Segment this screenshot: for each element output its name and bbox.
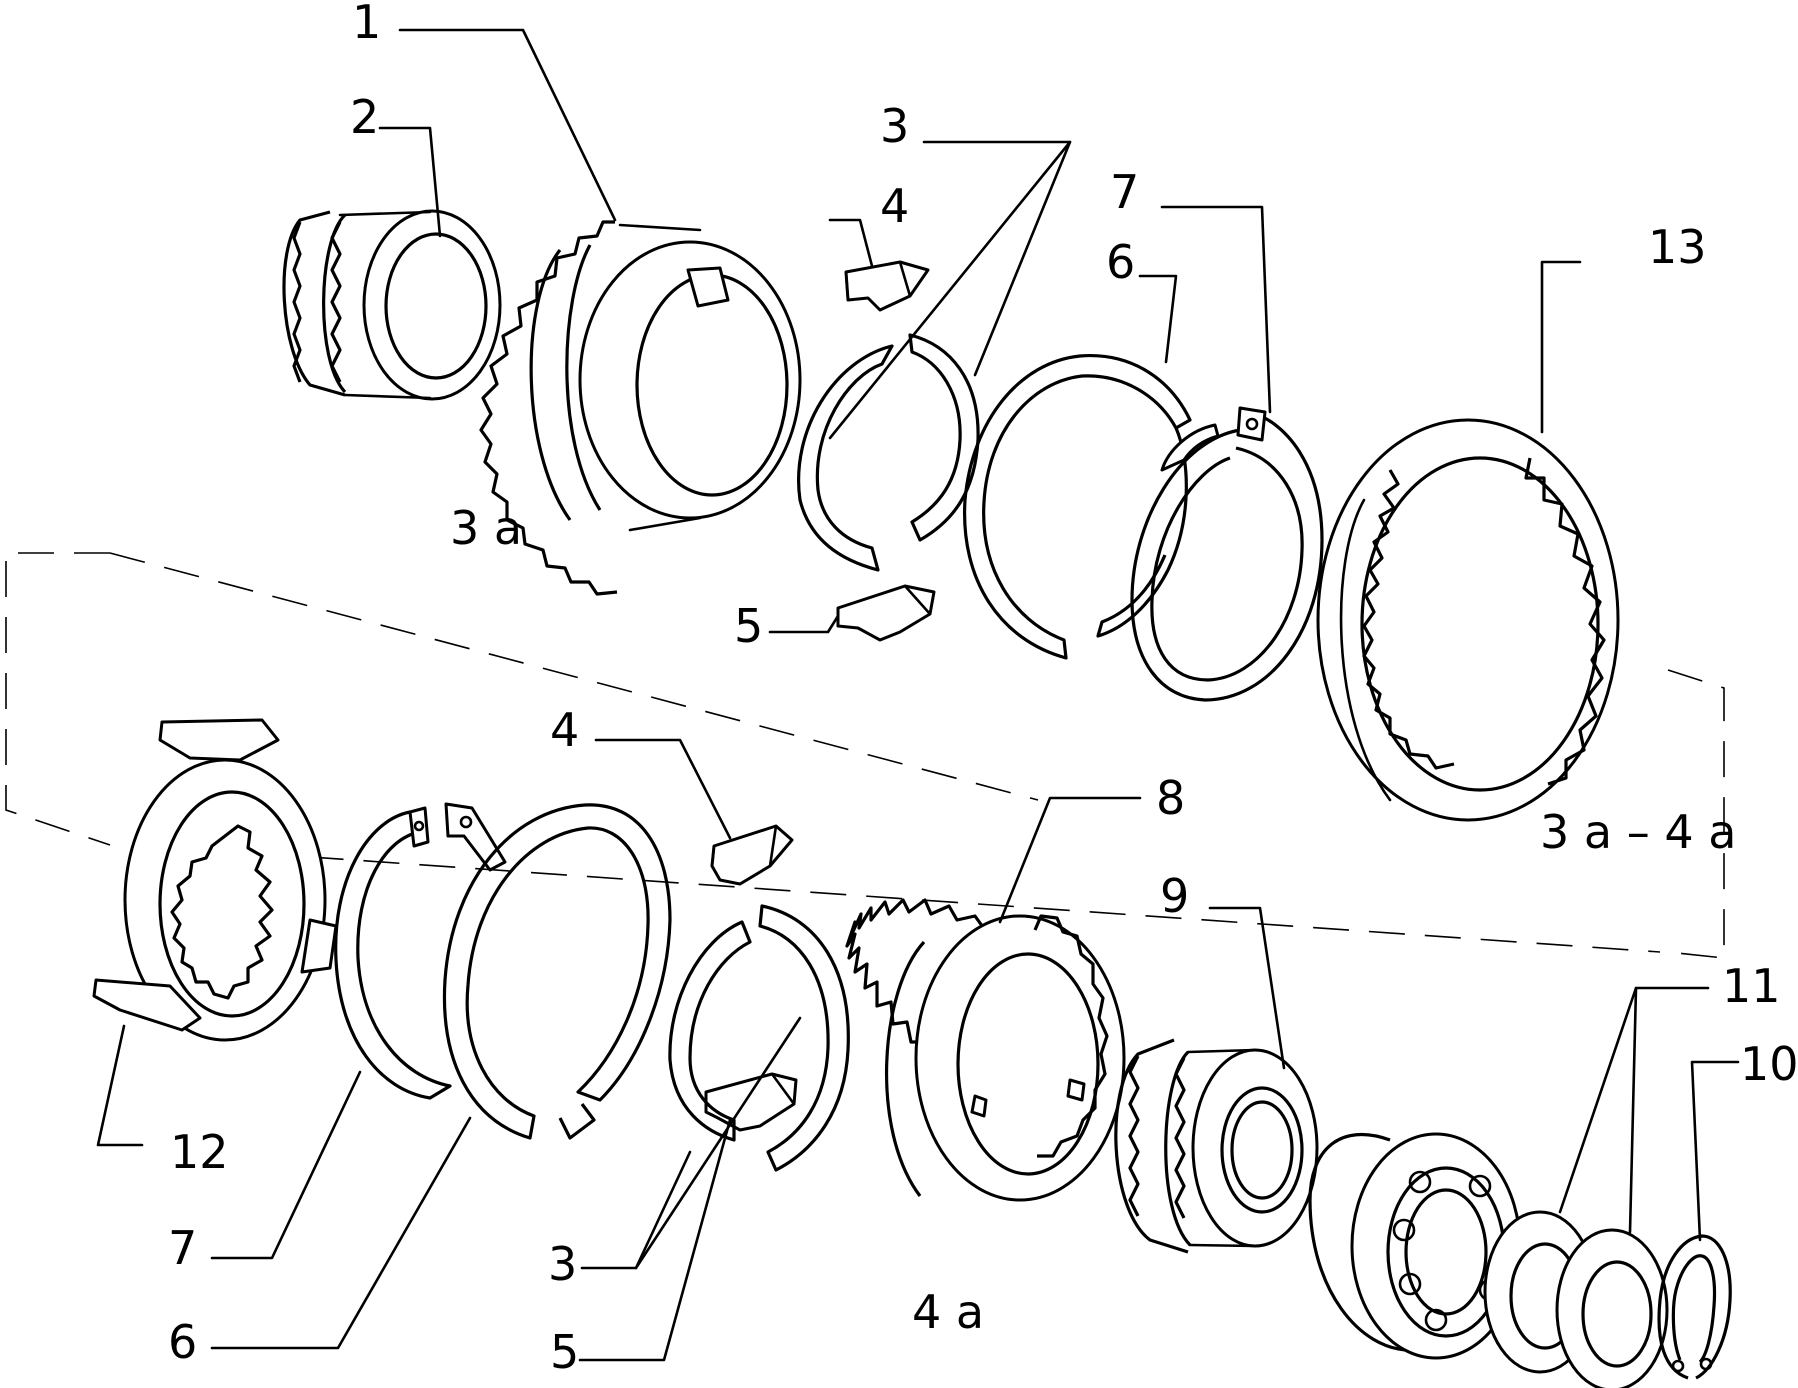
callout-6-bottom: 6: [168, 1315, 197, 1369]
callout-7-bottom: 7: [168, 1221, 197, 1275]
callout-2: 2: [350, 90, 379, 144]
part-8-gear-4a: [845, 898, 1126, 1202]
callout-8: 8: [1156, 771, 1185, 825]
part-1-gear-3a: [479, 220, 802, 596]
callout-3a-4a: 3 a – 4 a: [1540, 805, 1736, 859]
part-3-ring-top-left: [797, 344, 894, 572]
part-9-hub: [1114, 1038, 1319, 1254]
part-13-sleeve: [1316, 418, 1620, 822]
part-10-circlip: [1657, 1234, 1732, 1380]
callout-7-top: 7: [1110, 165, 1139, 219]
part-7-snap-ring-top: [1130, 406, 1324, 702]
callout-9: 9: [1160, 869, 1189, 923]
callout-5-top: 5: [734, 599, 763, 653]
part-5-block-top: [836, 584, 936, 642]
part-3-ring-bottom-left: [668, 920, 752, 1142]
callout-labels: 1 2 3 4 5 6 7 13 3 a 3 a – 4 a 4 8 9 11 …: [168, 0, 1798, 1379]
part-6-ring-top: [962, 354, 1192, 660]
part-4-block-top: [844, 260, 930, 312]
callout-3-bottom: 3: [548, 1237, 577, 1291]
callout-12: 12: [170, 1125, 229, 1179]
callout-3a: 3 a: [450, 501, 522, 555]
subassembly-boundary: [5, 552, 1725, 959]
part-6-ring-bottom: [442, 802, 672, 1140]
callout-1: 1: [352, 0, 381, 49]
leader-lines: [96, 28, 1740, 1362]
callout-3-top: 3: [880, 99, 909, 153]
callout-4a: 4 a: [912, 1285, 984, 1339]
part-7-snap-ring-bottom: [334, 806, 452, 1100]
callout-11: 11: [1722, 959, 1781, 1013]
part-4-block-bottom: [710, 824, 794, 886]
callout-4-top: 4: [880, 179, 909, 233]
callout-10: 10: [1740, 1037, 1798, 1091]
part-3-ring-bottom-right: [758, 904, 850, 1172]
part-11-washers: [1483, 1210, 1669, 1388]
part-5-block-bottom: [704, 1072, 798, 1132]
part-3-ring-top-right: [908, 333, 980, 542]
callout-4-bottom: 4: [550, 703, 579, 757]
part-12-synchro-hub: [92, 718, 338, 1042]
callout-13: 13: [1648, 220, 1707, 274]
part-2-hub: [282, 209, 502, 401]
callout-6-top: 6: [1106, 235, 1135, 289]
callout-5-bottom: 5: [550, 1325, 579, 1379]
